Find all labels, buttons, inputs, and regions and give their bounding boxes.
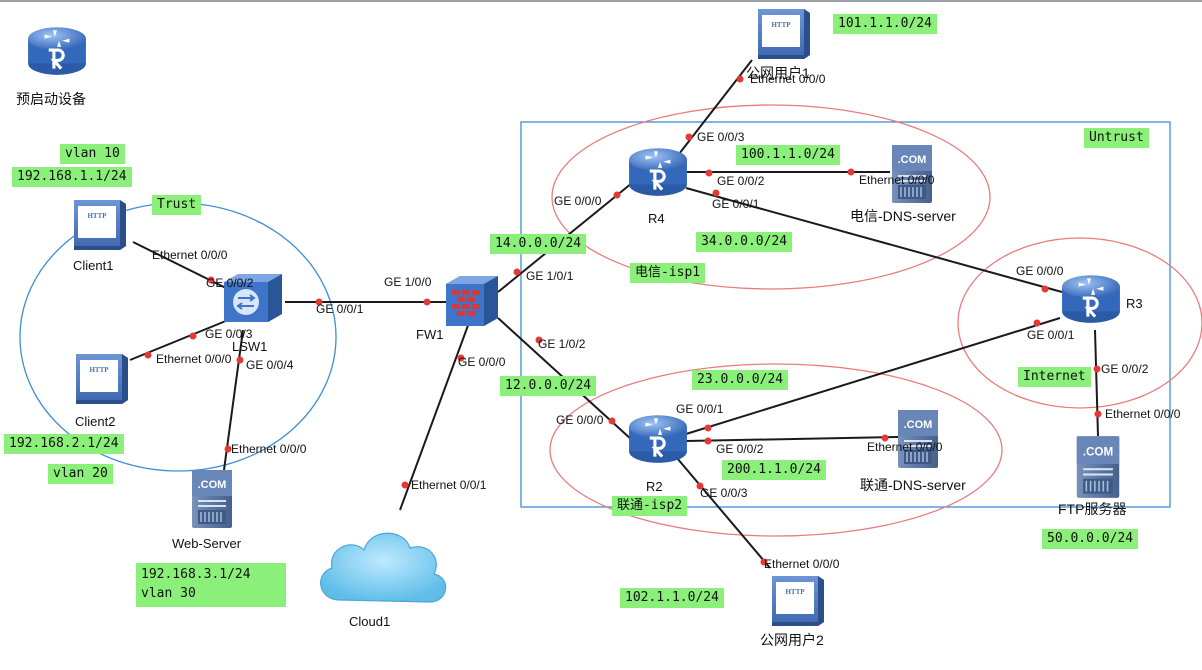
- link-client1-lsw1: [132, 241, 241, 296]
- telecom-isp-ellipse: [551, 104, 991, 290]
- r3-g001-label: GE 0/0/1: [1027, 328, 1075, 342]
- client1-http-icon[interactable]: [74, 200, 126, 250]
- public-user2-label: 公网用户2: [760, 632, 824, 648]
- fw-g000-label: GE 0/0/0: [458, 355, 506, 369]
- client2-label: Client2: [75, 414, 116, 429]
- public-user2-http-icon[interactable]: [772, 576, 824, 626]
- trust-zone-label: Trust: [152, 195, 202, 215]
- link-r3-ftp: [1094, 329, 1099, 437]
- unicom-isp-label: 联通-isp2: [612, 496, 688, 516]
- gateway3-label: 192.168.3.1/24: [141, 567, 251, 582]
- r4-g000-label: GE 0/0/0: [554, 194, 602, 208]
- r4-router-icon[interactable]: [627, 146, 689, 197]
- internet-circle: [957, 237, 1202, 409]
- net-23-label: 23.0.0.0/24: [692, 370, 789, 390]
- cloud1-cloud-icon[interactable]: [320, 532, 447, 603]
- r4-g003-label: GE 0/0/3: [697, 130, 745, 144]
- client1-port-label: Ethernet 0/0/0: [152, 248, 228, 262]
- gateway1-label: 192.168.1.1/24: [12, 167, 132, 187]
- r2-g002-label: GE 0/0/2: [716, 442, 764, 456]
- r2-label: R2: [646, 479, 663, 494]
- trust-zone-circle: [19, 202, 337, 472]
- link-r4-r3: [685, 187, 1063, 293]
- web-port-label: Ethernet 0/0/0: [231, 442, 307, 456]
- r2-g001-label: GE 0/0/1: [676, 402, 724, 416]
- gateway2-label: 192.168.2.1/24: [4, 434, 124, 454]
- net-100-label: 100.1.1.0/24: [736, 145, 840, 165]
- pu1-port-label: Ethernet 0/0/0: [750, 72, 826, 86]
- net-200-label: 200.1.1.0/24: [722, 460, 826, 480]
- r2-router-icon[interactable]: [627, 413, 689, 464]
- lsw-g002-label: GE 0/0/2: [206, 276, 254, 290]
- link-r2-udns: [685, 436, 899, 442]
- lsw1-label: LSW1: [232, 339, 268, 354]
- r3-g002-label: GE 0/0/2: [1101, 362, 1149, 376]
- public-user1-label: 公网用户1: [746, 65, 810, 81]
- unicom-dns-server-icon[interactable]: [897, 409, 939, 469]
- untrust-zone-box: [520, 121, 1171, 508]
- web-server-net-box: 192.168.3.1/24 vlan 30: [136, 563, 286, 607]
- net-50-label: 50.0.0.0/24: [1042, 529, 1139, 549]
- unicom-dns-label: 联通-DNS-server: [860, 477, 966, 493]
- client2-http-icon[interactable]: [76, 354, 128, 404]
- r4-g002-label: GE 0/0/2: [717, 174, 765, 188]
- link-r2-pu2: [676, 457, 771, 569]
- web-server-icon[interactable]: [191, 469, 233, 529]
- fw-g100-label: GE 1/0/0: [384, 275, 432, 289]
- web-server-label: Web-Server: [172, 536, 242, 551]
- r4-g001-label: GE 0/0/1: [712, 197, 760, 211]
- internet-zone-label: Internet: [1018, 367, 1091, 387]
- cloud1-label: Cloud1: [349, 614, 391, 629]
- net-14-label: 14.0.0.0/24: [490, 234, 587, 254]
- vlan10-label: vlan 10: [60, 144, 125, 164]
- udns-port-label: Ethernet 0/0/0: [867, 440, 943, 454]
- lsw-g001-label: GE 0/0/1: [316, 302, 364, 316]
- ftp-server-icon[interactable]: [1075, 435, 1121, 499]
- pu2-port-label: Ethernet 0/0/0: [764, 557, 840, 571]
- link-fw1-cloud1: [399, 319, 471, 511]
- cloud-port-label: Ethernet 0/0/1: [411, 478, 487, 492]
- legend-router-icon: [26, 25, 88, 76]
- fw1-firewall-icon[interactable]: [446, 276, 498, 326]
- vlan30-label: vlan 30: [141, 586, 196, 601]
- net-12-label: 12.0.0.0/24: [500, 376, 597, 396]
- top-border: [0, 0, 1202, 2]
- net-101-label: 101.1.1.0/24: [833, 14, 937, 34]
- vlan20-label: vlan 20: [48, 464, 113, 484]
- lsw1-switch-icon[interactable]: [224, 274, 282, 322]
- net-34-label: 34.0.0.0/24: [696, 232, 793, 252]
- link-r2-r3: [685, 317, 1061, 435]
- lsw-g003-label: GE 0/0/3: [205, 327, 253, 341]
- lsw-g004-label: GE 0/0/4: [246, 358, 294, 372]
- fw1-label: FW1: [416, 327, 444, 342]
- net-102-label: 102.1.1.0/24: [620, 588, 724, 608]
- client1-label: Client1: [73, 258, 114, 273]
- ftp-server-label: FTP服务器: [1058, 501, 1127, 517]
- unicom-isp-ellipse: [549, 363, 1003, 537]
- telecom-dns-label: 电信-DNS-server: [850, 208, 956, 224]
- r3-label: R3: [1126, 296, 1143, 311]
- r2-g000-label: GE 0/0/0: [556, 413, 604, 427]
- legend-label: 预启动设备: [16, 91, 86, 107]
- fw-g102-label: GE 1/0/2: [538, 337, 586, 351]
- telecom-isp-label: 电信-isp1: [630, 263, 706, 283]
- r3-g000-label: GE 0/0/0: [1016, 264, 1064, 278]
- public-user1-http-icon[interactable]: [758, 9, 810, 59]
- client2-port-label: Ethernet 0/0/0: [156, 352, 232, 366]
- r3-router-icon[interactable]: [1060, 273, 1122, 324]
- ftp-port-label: Ethernet 0/0/0: [1105, 407, 1181, 421]
- r2-g003-label: GE 0/0/3: [700, 486, 748, 500]
- fw-g101-label: GE 1/0/1: [526, 269, 574, 283]
- untrust-zone-label: Untrust: [1084, 128, 1149, 148]
- r4-label: R4: [648, 211, 665, 226]
- tdns-port-label: Ethernet 0/0/0: [859, 173, 935, 187]
